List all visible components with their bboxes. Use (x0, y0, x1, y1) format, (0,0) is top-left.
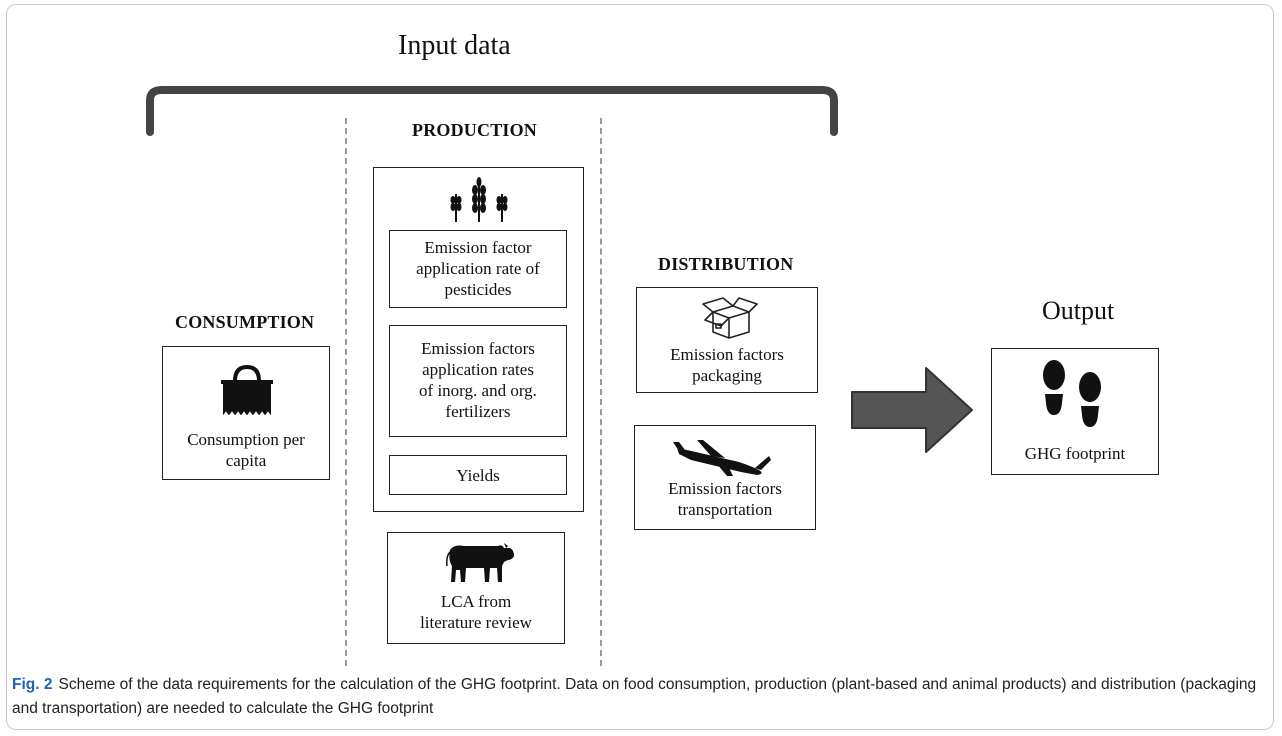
separator-right (600, 118, 602, 666)
fertilizers-box: Emission factors application rates of in… (389, 325, 567, 437)
separator-left (345, 118, 347, 666)
consumption-box: Consumption per capita (162, 346, 330, 480)
consumption-label: Consumption per capita (187, 430, 305, 470)
input-data-title: Input data (398, 30, 511, 61)
distribution-heading: DISTRIBUTION (658, 254, 794, 274)
packaging-box: Emission factors packaging (636, 287, 818, 393)
footprints-icon (1043, 360, 1101, 427)
caption-label: Fig. 2 (12, 676, 53, 693)
wheat-icon (450, 177, 508, 222)
lca-label: LCA from literature review (420, 592, 532, 632)
fertilizers-label: Emission factors application rates of in… (419, 339, 537, 421)
output-box: GHG footprint (991, 348, 1159, 475)
lca-box: LCA from literature review (387, 532, 565, 644)
airplane-icon (673, 440, 771, 476)
transport-label: Emission factors transportation (668, 479, 782, 519)
production-box: Emission factor application rate of pest… (373, 167, 584, 512)
production-heading: PRODUCTION (412, 120, 538, 140)
figure-frame (6, 4, 1274, 730)
right-arrow-icon (851, 367, 973, 453)
cow-icon (446, 543, 514, 582)
pesticides-box: Emission factor application rate of pest… (389, 230, 567, 308)
packaging-label: Emission factors packaging (670, 345, 784, 385)
pesticides-label: Emission factor application rate of pest… (416, 238, 540, 299)
output-label: GHG footprint (1024, 444, 1126, 463)
output-title: Output (1042, 296, 1115, 325)
transport-box: Emission factors transportation (634, 425, 816, 530)
consumption-heading: CONSUMPTION (175, 312, 315, 332)
yields-label: Yields (456, 466, 500, 485)
shopping-bag-icon (221, 364, 273, 416)
yields-box: Yields (389, 455, 567, 495)
box-icon (702, 297, 758, 339)
caption-text: Scheme of the data requirements for the … (12, 676, 1257, 717)
